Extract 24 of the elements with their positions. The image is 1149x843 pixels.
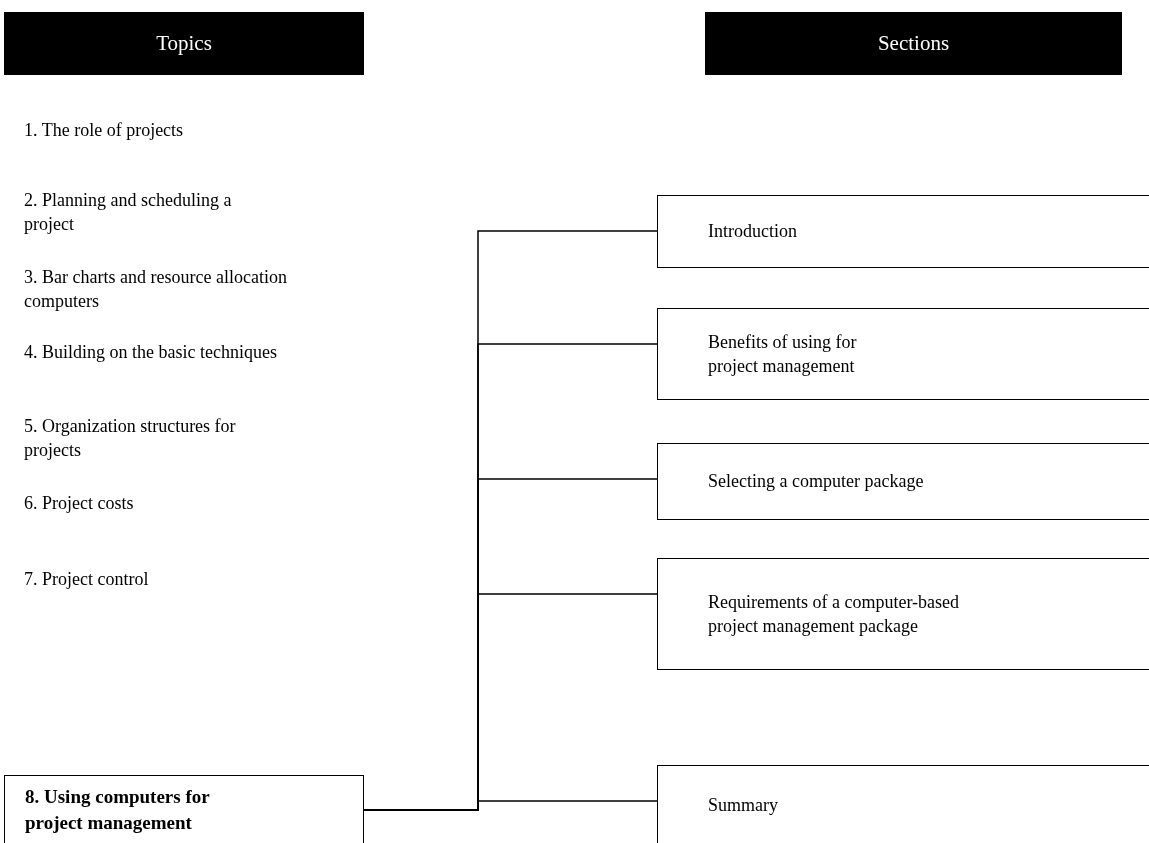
header-bar [4,12,364,75]
topic-item: 1. The role of projects [24,119,185,142]
section-title: Requirements of a computer-based project management package [708,590,961,638]
topic-item: 2. Planning and scheduling a project [24,189,233,237]
topic-item: 5. Organization structures for projects [24,415,237,463]
header-text: Sections [877,31,950,56]
topic-title: 8. Using computers for project management [25,785,211,835]
section-title: Benefits of using for project management [708,330,858,378]
topic-box [4,775,364,843]
topic-item: 4. Building on the basic techniques [24,341,278,364]
section-box [657,558,1149,670]
section-box [657,195,1149,268]
section-title: Summary [708,793,778,817]
section-title: Introduction [708,220,797,244]
section-box [657,443,1149,520]
topic-item: 3. Bar charts and resource allocation computers [24,266,288,314]
section-box [657,765,1149,843]
topic-item: 7. Project control [24,568,150,591]
section-box [657,308,1149,400]
section-title: Selecting a computer package [708,470,924,494]
header-bar [705,12,1122,75]
connector-line [363,800,658,811]
header-text: Topics [156,31,212,56]
topic-item: 6. Project costs [24,492,135,515]
